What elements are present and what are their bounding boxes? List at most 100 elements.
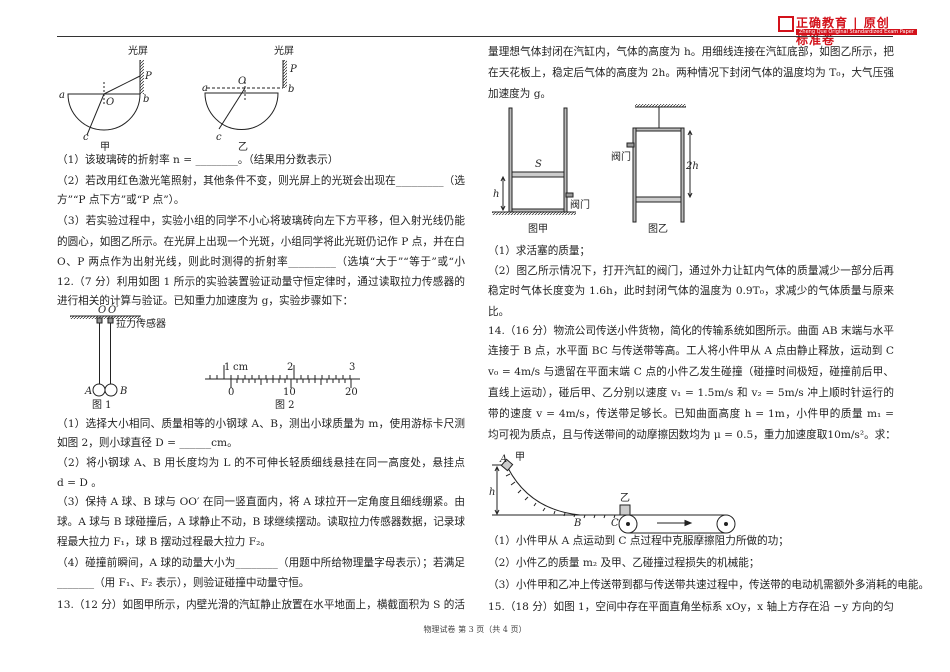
question-15: 15.（18 分）如图 1，空间中存在平面直角坐标系 xOy，x 轴上方存在沿 … [488,601,894,613]
text-line: （3）保持 A 球、B 球与 OO′ 在同一竖直面内，将 A 球拉开一定角度且细… [57,496,465,508]
block-jia [500,458,514,472]
label-b: b [143,94,149,105]
caption-fig-jia: 图甲 [528,223,548,235]
text-line: （1）求活塞的质量； [488,245,591,257]
caption-fig2: 图 2 [275,399,295,411]
text-line: 直线上运动），碰后甲、乙分别以速度 v₁ = 1.5m/s 和 v₂ = 5m/… [488,387,894,399]
piston [511,171,565,178]
text-line: 均可视为质点，且与传送带间的动摩擦因数均为 μ = 0.5，重力加速度取10m/… [488,429,896,441]
valve [626,142,635,148]
logo-sub-text: Zheng Que Original Standardized Exam Pap… [796,29,917,35]
main-scale-label: 1 [224,362,230,373]
text-line: 连接于 B 点，水平面 BC 与传送带等高。工人将小件甲从 A 点由静止释放，运… [488,345,894,357]
main-scale-label: 2 [287,362,293,373]
text-line: v₀ = 4m/s 与遗留在平面末端 C 点的小件乙发生碰撞（碰撞时间极短，碰撞… [488,366,894,378]
label-screen: 光屏 [274,44,294,57]
refracted-ray [103,75,141,95]
label-P: P [144,71,152,82]
text-line: 量理想气体封闭在汽缸内，气体的高度为 h。用细线连接在汽缸底部，如图乙所示，把汽… [488,46,894,58]
label-A: A [84,386,92,397]
main-scale-label: 3 [349,362,355,373]
label-2h: 2h [685,161,699,172]
text-line: d = D 。 [57,477,102,489]
label-O: O [238,76,246,87]
piston [635,196,682,203]
text-line: 如图 2，则小球直径 D = ______cm。 [57,437,238,449]
question-14: 14.（16 分）物流公司传送小件货物，简化的传输系统如图所示。曲面 AB 末端… [488,325,894,337]
text-line: （2）图乙所示情况下，打开汽缸的阀门，通过外力让缸内气体的质量减少一部分后再关闭… [488,265,894,277]
text-line: （2）小件乙的质量 m₂ 及甲、乙碰撞过程损失的机械能； [488,557,760,569]
label-O-prime: O′ [108,305,119,316]
label-P: P [289,64,297,75]
text-line: 的圆心，如图乙所示。在光屏上出现一个光斑，小组同学将此光斑仍记作 P 点，并在白… [57,236,465,248]
text-line: 球。A 球与 B 球碰撞后，A 球静止不动，B 球继续摆动。读取拉力传感器数据，… [57,516,465,528]
text-line: （3）小件甲和乙冲上传送带到都与传送带共速过程中，传送带的电动机需额外多消耗的电… [488,579,930,591]
label-valve: 阀门 [570,198,590,211]
label-b: b [288,84,294,95]
text-line: 程最大拉力 F₁，球 B 摆动过程最大拉力 F₂。 [57,536,271,548]
text-line: （3）若实验过程中，实验小组的同学不小心将玻璃砖向左下方平移，但入射光线仍能通过… [57,215,465,227]
label-c: c [216,132,222,143]
text-line: O、P 两点作为出射光线，则此时测得的折射率_________（选填“大于”“等… [57,256,465,268]
semicircle-glass [204,92,279,130]
block-yi [619,504,631,516]
label-yi: 乙 [620,492,630,504]
caption-fig1: 图 1 [92,399,112,411]
label-jia: 甲 [515,452,525,463]
force-sensor [107,317,114,324]
text-line: 方”“P 点下方”或“P 点”）。 [57,194,185,206]
label-C: C [611,518,619,529]
text-line: 稳定时气体长度变为 1.6h，此时封闭气体的温度为 0.9T₀，求减少的气体质量… [488,285,894,297]
force-sensor [96,317,103,324]
label-h: h [489,487,495,498]
question-12: 12.（7 分）利用如图 1 所示的实验装置验证动量守恒定律时，通过读取拉力传感… [57,276,465,288]
incident-ray [218,87,246,130]
curved-track [507,467,625,516]
label-B: B [573,518,581,529]
vernier-scale-label: 20 [345,387,358,398]
cylinder-figure-yi: 2h 阀门 图乙 [611,104,699,235]
caption-jia: 甲 [100,142,110,153]
semicircle-glass [67,93,141,131]
page-footer: 物理试卷 第 3 页（共 4 页） [423,625,527,634]
vernier-scale-label: 10 [283,387,296,398]
text-line: （1）该玻璃砖的折射率 n = ________。（结果用分数表示） [57,154,339,166]
text-line: 带的速度 v = 4m/s，传送带足够长。已知曲面高度 h = 1m，小件甲的质… [488,408,894,420]
valve [565,192,574,198]
header-rule [57,36,893,37]
caption-fig-yi: 图乙 [648,223,668,235]
pendulum-figure: O O′ 拉力传感器 A B 图 1 [70,305,166,411]
label-sensor: 拉力传感器 [116,317,166,330]
text-line: _______（用 F₁、F₂ 表示），则验证碰撞中动量守恒。 [57,577,310,589]
optics-figure-yi: 光屏 a b O P c 乙 [202,44,297,153]
label-a: a [59,90,65,101]
label-B: B [119,386,127,397]
label-screen: 光屏 [128,44,148,57]
caption-yi: 乙 [238,141,248,153]
vernier-scale-label: 0 [228,387,234,398]
label-a: a [202,83,208,94]
ball-B [104,383,118,397]
label-O: O [98,305,106,316]
ball-A [92,383,106,397]
text-line: 加速度为 g。 [488,88,552,100]
text-line: （4）碰撞前瞬间，A 球的动量大小为________（用题中所给物理量字母表示）… [57,557,465,569]
text-line: （1）选择大小相同、质量相等的小钢球 A、B，测出小球质量为 m，使用游标卡尺测… [57,418,465,430]
conveyor-figure: A 甲 h B C 乙 [489,452,736,534]
label-S: S [535,159,542,170]
text-line: 比。 [488,306,510,318]
checkbox-logo-icon [778,16,794,32]
text-line: 进行相关的计算与验证。已知重力加速度为 g，实验步骤如下： [57,295,354,307]
question-13: 13.（12 分）如图甲所示，内壁光滑的汽缸静止放置在水平地面上，横截面积为 S… [57,599,465,611]
unit-label: cm [233,362,249,373]
label-O: O [106,97,114,108]
label-c: c [83,132,89,143]
text-line: （2）将小钢球 A、B 用长度均为 L 的不可伸长轻质细线悬挂在同一高度处，悬挂… [57,457,465,469]
text-line: 在天花板上，稳定后气体的高度为 2h。两种情况下封闭气体的温度均为 T₀，大气压… [488,67,894,79]
text-line: （2）若改用红色激光笔照射，其他条件不变，则光屏上的光斑会出现在________… [57,175,465,187]
label-valve: 阀门 [611,150,631,163]
text-line: （1）小件甲从 A 点运动到 C 点过程中克服摩擦阻力所做的功； [488,535,789,547]
incident-ray [86,93,105,136]
vernier-caliper-figure: 1 cm 2 3 0 10 20 图 2 [205,362,360,411]
label-A: A [499,454,507,465]
